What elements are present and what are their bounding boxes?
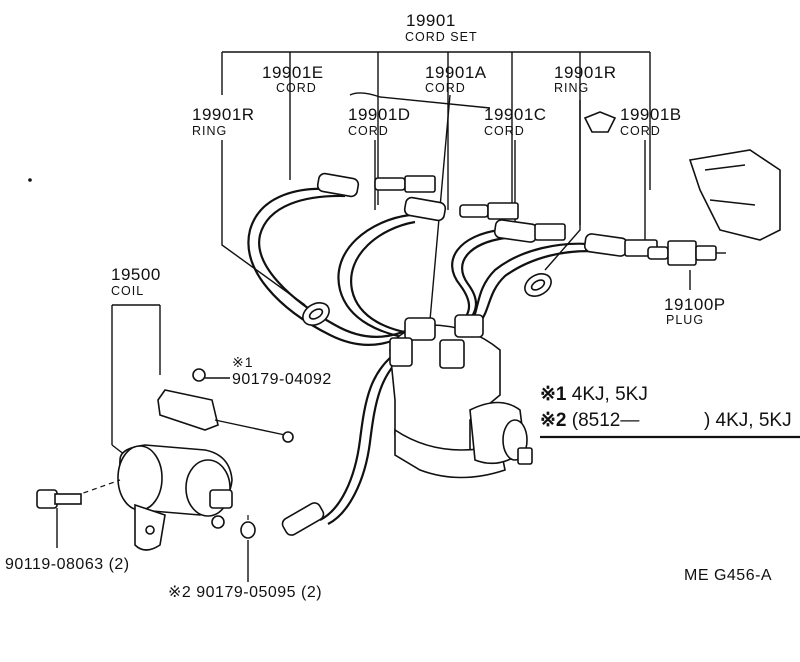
cord-c-wire-inner	[461, 236, 506, 326]
cord-c-number: 19901C	[484, 105, 547, 124]
note-2-text-end: ) 4KJ, 5KJ	[703, 410, 792, 431]
cord-set-number: 19901	[406, 11, 456, 30]
cord-b-number: 19901B	[620, 105, 682, 124]
note-2: ※2 (8512— ) 4KJ, 5KJ	[540, 411, 792, 430]
cord-d-name: CORD	[348, 124, 389, 138]
distributor	[389, 314, 533, 479]
cord-d-wire	[337, 213, 421, 342]
note-2-text: (8512—	[571, 410, 640, 431]
bolt-part	[36, 489, 82, 509]
plug-number: 19100P	[664, 295, 726, 314]
ring-right-number: 19901R	[554, 63, 617, 82]
ring-right-name: RING	[554, 81, 590, 95]
coil-bracket	[111, 304, 161, 456]
nut-1-number: 90179-04092	[232, 371, 332, 388]
cord-d-number: 19901D	[348, 105, 411, 124]
cord-e-name: CORD	[276, 81, 317, 95]
cord-d-wire-inner	[350, 220, 426, 337]
nut-1-part	[192, 368, 206, 382]
coil-cord-cap	[281, 502, 325, 536]
ring-left-leader	[221, 140, 306, 306]
cord-set-name: CORD SET	[405, 30, 478, 44]
coil-name: COIL	[111, 284, 145, 298]
cord-a-number: 19901A	[425, 63, 487, 82]
cord-c-name: CORD	[484, 124, 525, 138]
stray-dot	[28, 178, 32, 182]
bolt-number: 90119-08063 (2)	[5, 556, 130, 573]
coil-cord-wire	[319, 349, 401, 521]
ring-left-number: 19901R	[192, 105, 255, 124]
note-1-mark: ※1	[540, 384, 567, 405]
cord-e-number: 19901E	[262, 63, 324, 82]
cord-a-bracket	[349, 92, 491, 109]
ring-left-name: RING	[192, 124, 228, 138]
bolt-guide	[74, 479, 121, 497]
cord-e-wire-inner	[258, 194, 413, 338]
note-1-text: 4KJ, 5KJ	[571, 384, 648, 405]
nut-1-mark: ※1	[232, 354, 254, 370]
nut-2-number: ※2 90179-05095 (2)	[168, 584, 323, 601]
ring-right-leader	[544, 100, 581, 271]
plug-caps	[316, 172, 658, 257]
igniter	[157, 389, 294, 443]
spark-plug	[647, 240, 726, 266]
cord-b-name: CORD	[620, 124, 661, 138]
engine-outline	[583, 111, 781, 241]
cord-b-wire	[469, 242, 601, 326]
cord-e-wire	[247, 187, 411, 346]
note-2-mark: ※2	[540, 410, 567, 431]
nut-2-part	[240, 521, 256, 539]
cord-b-wire-inner	[479, 250, 606, 323]
figure-id: ME G456-A	[684, 567, 773, 584]
plug-name: PLUG	[666, 313, 705, 327]
coil-cord-wire-inner	[327, 351, 409, 525]
cord-a-name: CORD	[425, 81, 466, 95]
ignition-coil	[117, 444, 233, 551]
coil-number: 19500	[111, 265, 161, 284]
note-1: ※1 4KJ, 5KJ	[540, 385, 648, 404]
